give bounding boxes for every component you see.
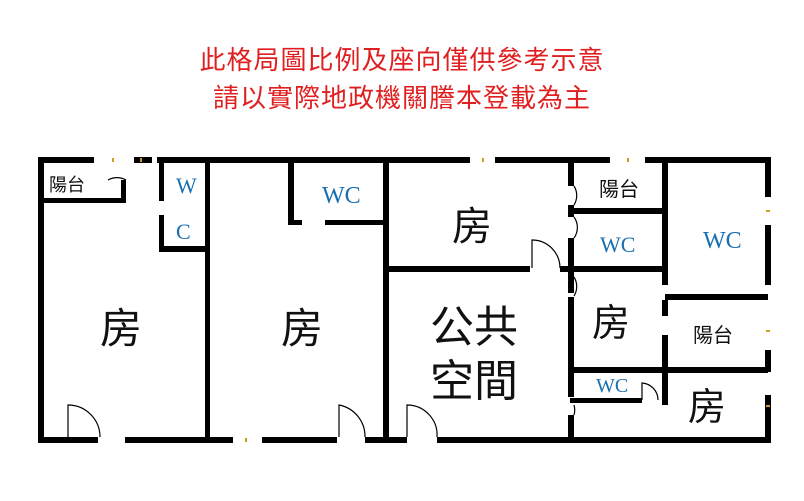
notice-line-2: 請以實際地政機關謄本登載為主 [212,84,591,114]
room-label: 房 [100,304,142,353]
room-label: 房 [281,304,323,353]
wc-label: WC [703,228,742,254]
balcony-label: 陽台 [693,323,733,347]
balcony-label: 陽台 [599,177,639,201]
public-space-label-2: 空間 [430,356,518,407]
balcony-label: 陽台 [49,175,85,196]
walls [38,157,771,443]
wc-label-top: W [176,173,197,198]
door-swings [67,176,659,438]
windows [112,158,770,442]
room-label: 房 [452,204,492,250]
notice-line-1: 此格局圖比例及座向僅供參考示意 [199,46,605,76]
wc-label-bottom: C [176,219,191,244]
wc-label: WC [322,183,361,209]
room-label: 房 [688,385,726,429]
wc-label: WC [600,232,635,257]
wc-label: WC [596,375,628,397]
public-space-label-1: 公共 [430,302,518,353]
room-label: 房 [592,301,630,345]
